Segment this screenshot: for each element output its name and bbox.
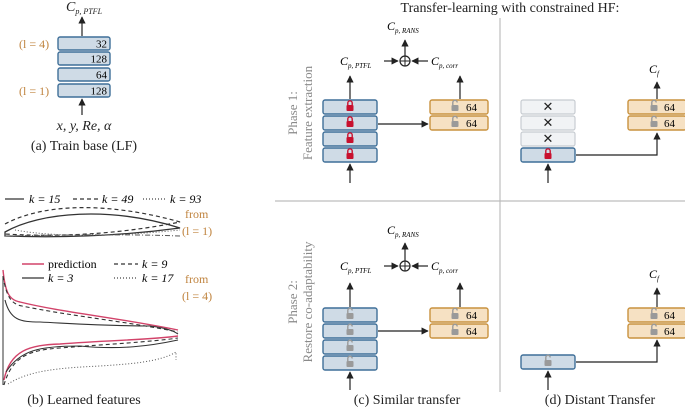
caption-b: (b) Learned features [27,393,140,408]
caption-d: (d) Distant Transfer [545,393,656,408]
cp-rans-label: Cp, RANS [387,223,419,239]
svg-text:Phase 2:: Phase 2: [285,280,300,324]
cf-label: Cf [649,62,660,78]
layer-block [57,36,111,51]
svg-text:64: 64 [664,326,676,338]
legend-k9: k = 9 [142,257,167,271]
svg-text:64: 64 [664,310,676,322]
from-l4-value: (l = 4) [182,289,212,303]
layer-size: 128 [91,86,108,98]
caption-c: (c) Similar transfer [354,393,461,408]
close-icon: ✕ [543,99,554,114]
panel-a-output-label: Cp, PTFL [66,0,103,16]
new-layers: 64 64 [429,307,489,339]
svg-text:64: 64 [466,102,478,114]
svg-text:Phase 1:: Phase 1: [285,91,300,135]
cf-label: Cf [649,267,660,283]
new-layers: 64 64 [627,307,685,339]
cp-corr-label: Cp, corr [431,259,458,275]
l1-label: (l = 1) [19,84,49,98]
caption-a: (a) Train base (LF) [31,139,137,154]
airfoil-features [4,207,181,238]
svg-text:Feature extraction: Feature extraction [300,65,315,160]
cp-curves [2,269,179,386]
from-l1-value: (l = 1) [182,224,212,238]
layer-size: 64 [96,70,108,82]
panel-a-layers: 32 128 64 128 [57,36,111,98]
close-icon: ✕ [543,131,554,146]
svg-text:Restore co-adaptability: Restore co-adaptability [300,241,315,362]
legend-k49: k = 49 [102,192,133,206]
legend-1: k = 15 k = 49 k = 93 [5,192,201,206]
legend-2: prediction k = 9 k = 3 k = 17 [22,257,174,285]
new-layers: 64 64 [429,99,489,131]
phase2-label: Phase 2: Restore co-adaptability [285,241,315,362]
svg-text:64: 64 [466,326,478,338]
from-l1: from [185,207,209,221]
frozen-base-stack [322,99,378,163]
legend-k15: k = 15 [29,192,60,206]
layer-block [57,67,111,82]
cp-ptfl-label: Cp, PTFL [340,259,371,275]
legend-prediction: prediction [48,257,97,271]
inputs-label: x, y, Re, α [56,119,112,134]
layer-block [57,51,111,66]
d-phase2: Cf 64 64 (d) Distant Transfer [520,267,685,408]
svg-text:64: 64 [466,118,478,130]
svg-text:64: 64 [664,102,676,114]
legend-k93: k = 93 [170,192,201,206]
legend-k3: k = 3 [48,271,73,285]
close-icon: ✕ [543,115,554,130]
panel-b: k = 15 k = 49 k = 93 from (l = 1) predic… [2,192,212,408]
legend-k17: k = 17 [142,271,174,285]
panel-a: Cp, PTFL 32 128 64 128 (l = 4) (l = 1) x… [19,0,137,154]
cp-ptfl-label: Cp, PTFL [340,54,371,70]
c-phase2: Cp, RANS Cp, PTFL Cp, corr 64 6 [322,223,489,408]
svg-text:64: 64 [466,310,478,322]
layer-size: 128 [91,54,108,66]
layer-block [57,83,111,98]
layer-size: 32 [96,39,107,51]
l4-label: (l = 4) [19,37,49,51]
cp-corr-label: Cp, corr [431,54,458,70]
d-phase1: Cf ✕ ✕ ✕ 64 64 [520,62,685,183]
figure-title: Transfer-learning with constrained HF: [401,1,620,16]
svg-text:64: 64 [664,118,676,130]
phase1-label: Phase 1: Feature extraction [285,65,315,160]
new-layers: 64 64 [627,99,685,131]
removed-layers: ✕ ✕ ✕ [520,99,576,147]
cp-rans-label: Cp, RANS [387,19,419,35]
unfrozen-base-stack [322,307,378,371]
c-phase1: Cp, RANS Cp, PTFL Cp, corr 64 6 [322,19,489,183]
from-l4: from [185,272,209,286]
